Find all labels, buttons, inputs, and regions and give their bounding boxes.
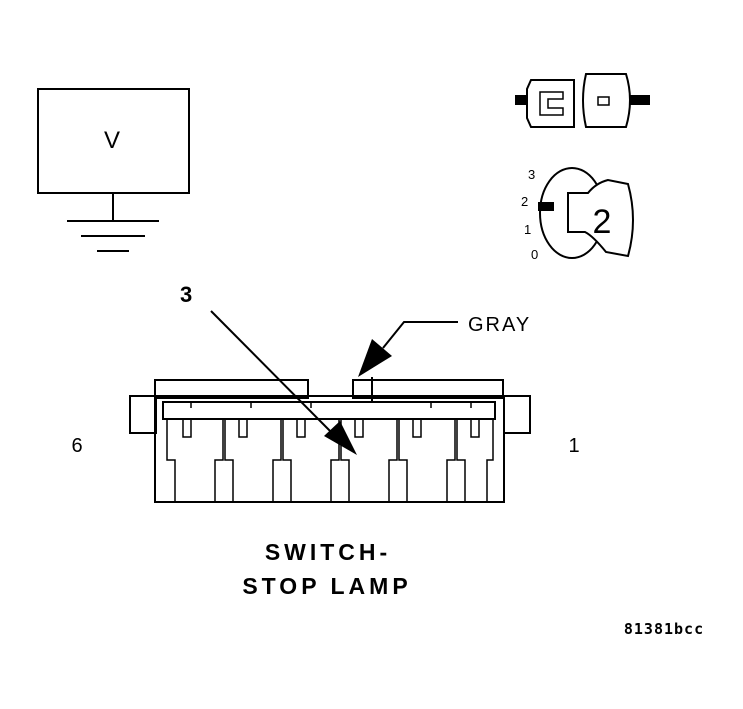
title-line-2: STOP LAMP [242, 573, 411, 599]
cavity [398, 402, 472, 502]
cavity [282, 402, 340, 502]
probe-connector-icon [515, 73, 650, 128]
pin-number-right: 1 [568, 435, 579, 457]
gray-leader-line [382, 321, 458, 349]
figure-code: 81381bcc [624, 620, 704, 638]
ground-icon [67, 220, 159, 252]
wire-color-label: GRAY [468, 314, 531, 336]
key-position-3: 3 [528, 167, 535, 182]
key-position-marker [538, 202, 554, 211]
callout-arrow-line [210, 310, 338, 439]
cavity [456, 418, 494, 502]
key-head [567, 178, 634, 258]
ignition-key-icon: 3 2 1 0 2 [521, 167, 634, 262]
gray-wire-callout: GRAY [358, 314, 531, 377]
voltmeter-label: V [104, 127, 120, 154]
title-line-1: SWITCH- [265, 539, 391, 565]
key-position-1: 1 [524, 222, 531, 237]
callout-number: 3 [180, 282, 192, 307]
cavity [224, 402, 282, 502]
key-number: 2 [593, 203, 612, 241]
callout-3: 3 [180, 282, 357, 455]
terminal-cavities [166, 402, 494, 502]
pin-number-left: 6 [71, 435, 82, 457]
cavity [340, 402, 432, 502]
gray-arrowhead [358, 339, 392, 377]
cavity [166, 402, 224, 502]
key-position-2: 2 [521, 194, 528, 209]
connector-body [129, 377, 531, 503]
key-position-0: 0 [531, 247, 538, 262]
voltmeter: V [37, 88, 190, 252]
